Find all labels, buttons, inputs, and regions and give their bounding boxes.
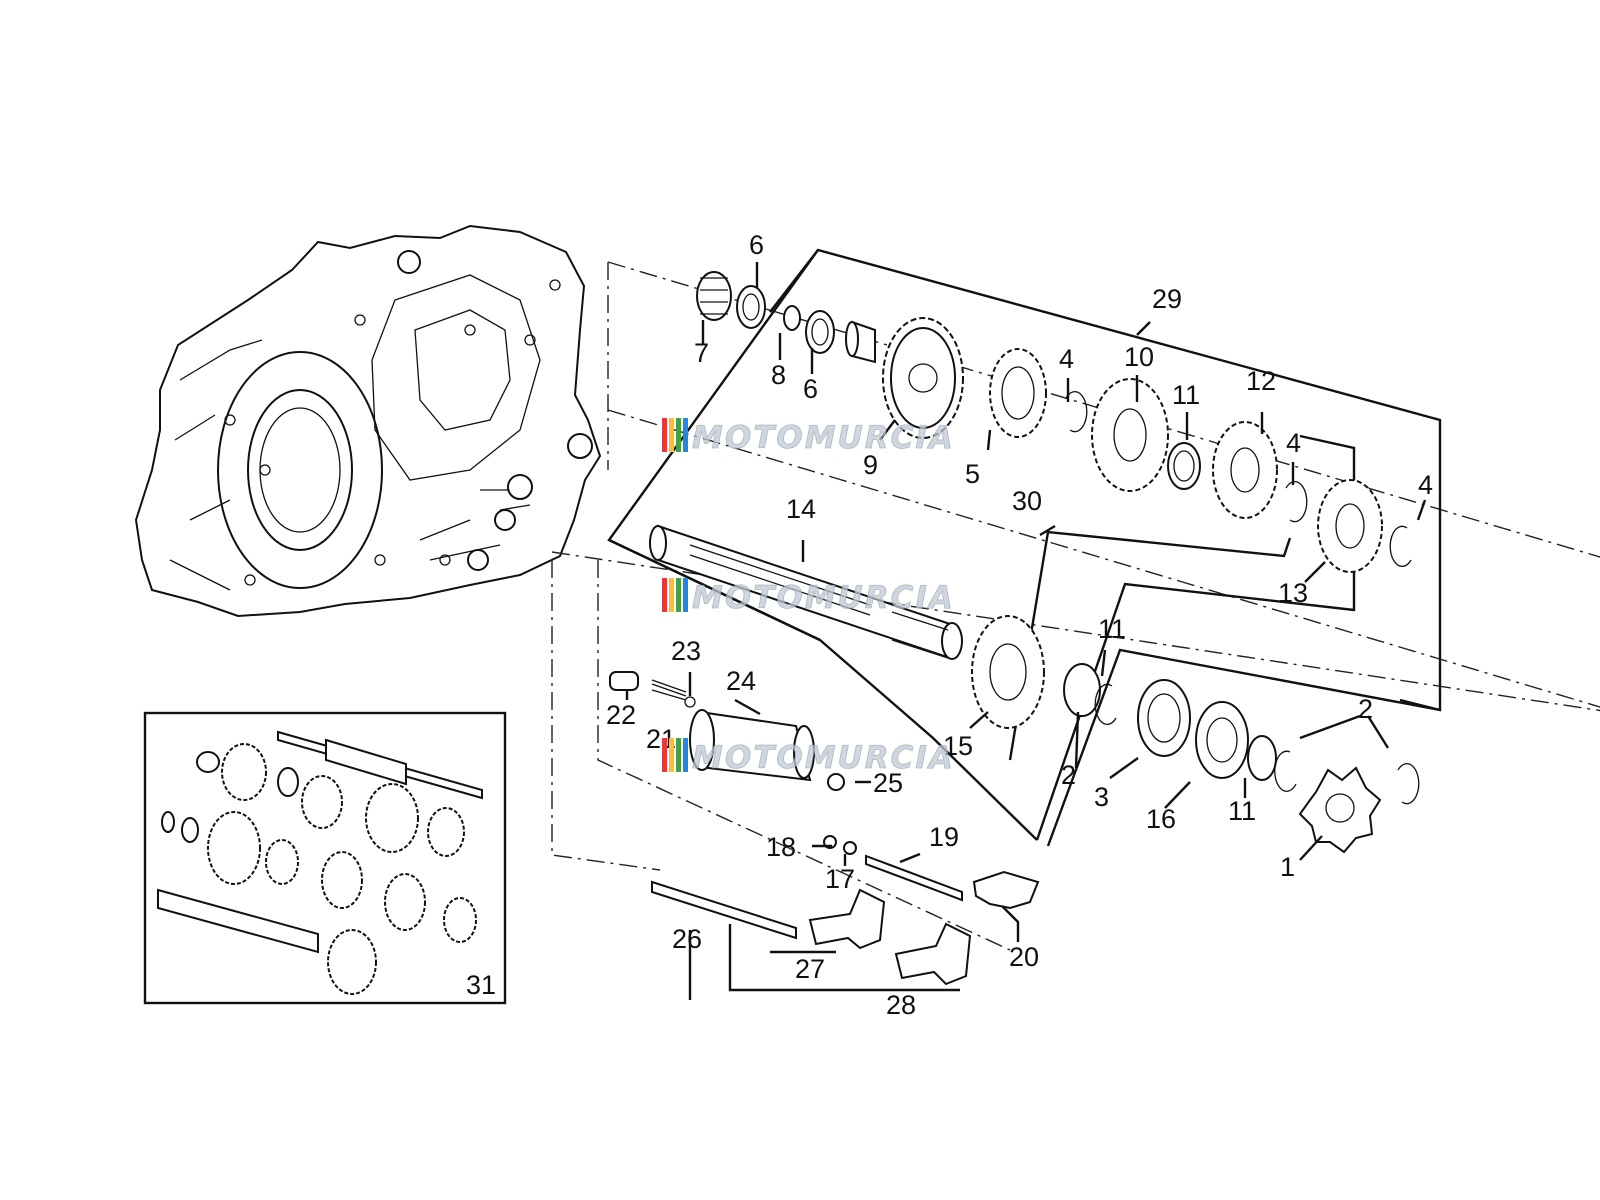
- callout-11: 11: [1098, 614, 1126, 644]
- callout-2: 2: [1061, 760, 1076, 790]
- watermark-stripe-yellow: [669, 578, 674, 612]
- callout-30: 30: [1012, 486, 1042, 516]
- callout-31: 31: [466, 970, 496, 1000]
- callout-12: 12: [1246, 366, 1276, 396]
- watermark-stripe-green: [676, 578, 681, 612]
- callout-17: 17: [825, 864, 855, 894]
- main-shaft: [649, 524, 963, 660]
- callout-24: 24: [726, 666, 756, 696]
- callout-15: 15: [943, 731, 973, 761]
- callout-13: 13: [1278, 578, 1308, 608]
- callout-9: 9: [863, 450, 878, 480]
- callout-14: 14: [786, 494, 816, 524]
- watermark-stripe-green: [676, 738, 681, 772]
- watermark-stripe-blue: [683, 578, 688, 612]
- callout-4: 4: [1418, 470, 1433, 500]
- callout-27: 27: [795, 954, 825, 984]
- callout-20: 20: [1009, 942, 1039, 972]
- watermark-text: MOTOMURCIA: [692, 740, 955, 776]
- callout-11: 11: [1172, 380, 1200, 410]
- watermark-text: MOTOMURCIA: [692, 580, 955, 616]
- callout-labels: 1 2 2 3 4 4 4 5 6 6 7 8 9 10 11 11 11 12…: [466, 230, 1433, 1020]
- callout-23: 23: [671, 636, 701, 666]
- watermark-stripe-blue: [683, 418, 688, 452]
- callout-5: 5: [965, 459, 980, 489]
- callout-8: 8: [771, 360, 786, 390]
- upper-gear-train: [696, 271, 1412, 573]
- callout-6: 6: [803, 374, 818, 404]
- watermark-stripe-red: [662, 418, 667, 452]
- selector-mechanism: [609, 671, 1040, 992]
- output-components: [971, 615, 1420, 854]
- watermark-2: MOTOMURCIA: [662, 578, 955, 616]
- callout-26: 26: [672, 924, 702, 954]
- callout-3: 3: [1094, 782, 1109, 812]
- watermark-3: MOTOMURCIA: [662, 738, 955, 776]
- callout-25: 25: [873, 768, 903, 798]
- callout-1: 1: [1280, 852, 1295, 882]
- watermark-stripe-blue: [683, 738, 688, 772]
- watermark-text: MOTOMURCIA: [692, 420, 955, 456]
- callout-6: 6: [749, 230, 764, 260]
- watermark-stripe-red: [662, 738, 667, 772]
- callout-11: 11: [1228, 796, 1256, 826]
- watermark-stripe-red: [662, 578, 667, 612]
- callout-18: 18: [766, 832, 796, 862]
- inset-assembly: [143, 711, 507, 1005]
- callout-16: 16: [1146, 804, 1176, 834]
- watermark-1: MOTOMURCIA: [662, 418, 955, 456]
- callout-4: 4: [1286, 428, 1301, 458]
- watermark-stripe-yellow: [669, 738, 674, 772]
- callout-2: 2: [1358, 694, 1373, 724]
- watermark-stripe-green: [676, 418, 681, 452]
- callout-4: 4: [1059, 344, 1074, 374]
- watermark-stripe-yellow: [669, 418, 674, 452]
- callout-22: 22: [606, 700, 636, 730]
- callout-28: 28: [886, 990, 916, 1020]
- callout-7: 7: [694, 338, 709, 368]
- leader-lines: [625, 262, 1427, 1000]
- crankcase-half: [134, 224, 602, 618]
- callout-10: 10: [1124, 342, 1154, 372]
- callout-29: 29: [1152, 284, 1182, 314]
- callout-19: 19: [929, 822, 959, 852]
